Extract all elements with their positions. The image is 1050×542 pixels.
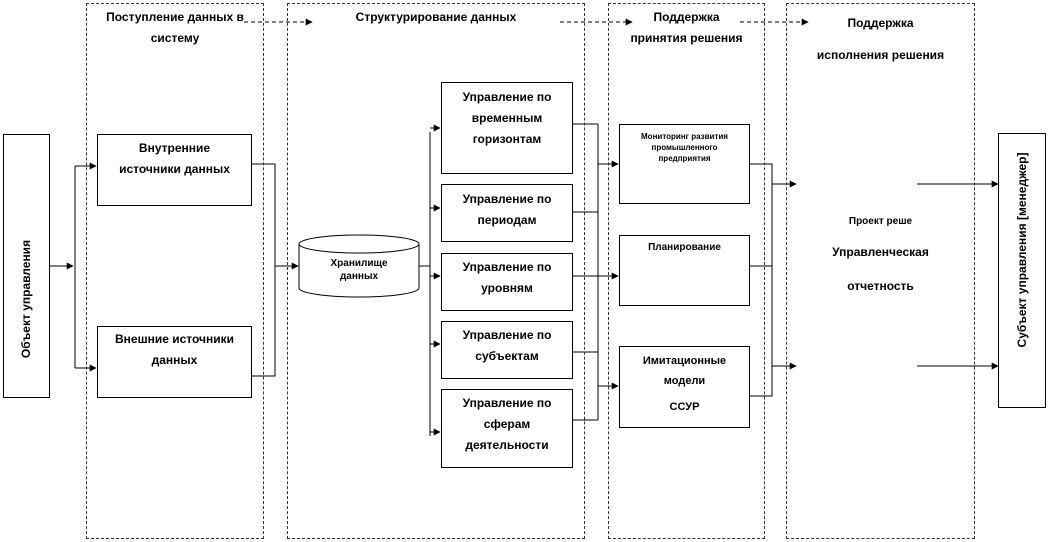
draft-decision-text: Проект реше (848, 216, 913, 227)
mgmt-4-line2: субъектам (475, 349, 539, 363)
planning-box (619, 235, 750, 306)
zone-decision-title-line1: Поддержка (653, 10, 720, 24)
mgmt-label-time-horizons: Управление по временным горизонтам (441, 87, 573, 150)
mgmt-4-line1: Управление по (462, 328, 552, 342)
mgmt-1-line1: Управление по (462, 90, 552, 104)
mgmt-1-line3: горизонтам (472, 132, 542, 146)
mgmt-box-periods (441, 184, 573, 242)
external-sources-box (97, 326, 252, 398)
zone-data-input (86, 3, 264, 539)
mgmt-2-line2: периодам (477, 213, 537, 227)
zone-execution-title: Поддержка исполнения решения (786, 7, 975, 71)
warehouse-cylinder (298, 234, 420, 298)
zone-decision-title-line2: принятия решения (630, 31, 743, 45)
mgmt-box-subjects (441, 321, 573, 379)
mgmt-box-time-horizons (441, 82, 573, 174)
mgmt-label-periods: Управление по периодам (441, 189, 573, 231)
warehouse-line2: данных (339, 271, 379, 282)
monitoring-line1: Мониторинг развития (641, 132, 728, 141)
mgmt-5-line3: деятельности (465, 438, 549, 452)
zone-structuring-title-text: Структурирование данных (355, 10, 517, 24)
internal-sources-line2: источники данных (119, 162, 230, 176)
mgmt-2-line1: Управление по (462, 192, 552, 206)
mgmt-5-line2: сферам (483, 417, 531, 431)
simulation-box (619, 346, 750, 428)
mgmt-box-spheres (441, 389, 573, 468)
mgmt-label-spheres: Управление по сферам деятельности (441, 393, 573, 456)
external-sources-line1: Внешние источники (115, 332, 234, 346)
warehouse-line1: Хранилище (330, 258, 388, 269)
subject-label: Субъект управления [менеджер] (1015, 152, 1029, 348)
zone-execution-title-line1: Поддержка (847, 16, 914, 30)
monitoring-box (619, 124, 750, 204)
mgmt-3-line2: уровням (481, 281, 533, 295)
warehouse-label: Хранилище данных (298, 257, 420, 285)
subject-box (998, 133, 1046, 408)
reporting-line2: отчетность (847, 279, 914, 293)
external-sources-label: Внешние источники данных (97, 329, 252, 371)
mgmt-box-levels (441, 253, 573, 311)
simulation-line2: модели (663, 375, 706, 387)
planning-label: Планирование (648, 242, 721, 253)
zone-execution-title-line2: исполнения решения (816, 48, 945, 62)
management-reporting-text: Управленческая отчетность (786, 240, 975, 298)
internal-sources-line1: Внутренние (138, 141, 211, 155)
monitoring-line3: предприятия (658, 154, 711, 163)
zone-structuring-title: Структурирование данных (287, 7, 585, 28)
object-label: Объект управления (19, 239, 33, 359)
internal-sources-label: Внутренние источники данных (97, 138, 252, 180)
zone-decision-support (608, 3, 765, 539)
simulation-line3: ССУР (669, 401, 700, 413)
zone-data-input-title-line2: систему (150, 31, 200, 45)
monitoring-line2: промышленного (651, 143, 718, 152)
mgmt-label-levels: Управление по уровням (441, 257, 573, 299)
mgmt-label-subjects: Управление по субъектам (441, 325, 573, 367)
support-out-line (750, 163, 773, 397)
zone-decision-title: Поддержка принятия решения (608, 7, 765, 49)
simulation-label: Имитационные модели ССУР (619, 353, 750, 415)
simulation-line1: Имитационные (642, 355, 727, 367)
mgmt-3-line1: Управление по (462, 260, 552, 274)
internal-sources-box (97, 134, 252, 206)
zone-data-input-title: Поступление данных в систему (86, 7, 264, 49)
reporting-line1: Управленческая (832, 245, 929, 259)
zone-data-input-title-line1: Поступление данных в (106, 10, 244, 24)
zone-structuring (287, 3, 585, 539)
object-box (3, 134, 50, 398)
zone-execution-support (786, 3, 975, 539)
mgmt-1-line2: временным (471, 111, 543, 125)
mgmt-5-line1: Управление по (462, 396, 552, 410)
external-sources-line2: данных (151, 353, 198, 367)
monitoring-label: Мониторинг развития промышленного предпр… (619, 131, 750, 164)
